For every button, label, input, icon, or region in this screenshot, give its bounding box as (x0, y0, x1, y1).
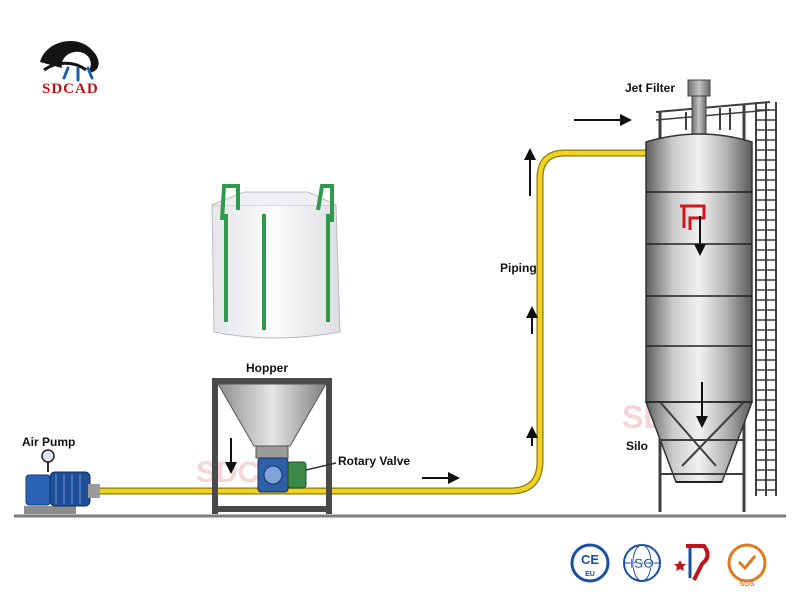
silo-red-mark-icon (680, 204, 706, 230)
iso-badge: ISO (623, 544, 661, 582)
certification-mark-icon (674, 544, 710, 581)
iso-badge-text: ISO (630, 555, 654, 571)
certification-badges: CE EU ISO SGS (570, 543, 767, 588)
rotary-valve-label: Rotary Valve (338, 454, 410, 468)
arrow-up-icon (526, 426, 538, 446)
hopper-label: Hopper (246, 361, 288, 375)
arrow-up-icon (524, 148, 536, 196)
brand-name: SDCAD (42, 81, 99, 97)
rotary-valve (257, 457, 337, 493)
ce-badge-sub: EU (585, 571, 595, 578)
arrow-down-icon (696, 382, 708, 428)
silo-label: Silo (626, 439, 648, 453)
ce-badge-text: CE (581, 552, 599, 567)
bulk-bag (211, 184, 341, 339)
logo-mark-icon (40, 40, 99, 82)
sgs-badge-text: SGS (740, 581, 755, 588)
silo-legs (659, 401, 745, 475)
piping-label: Piping (500, 261, 537, 275)
hopper (212, 378, 332, 514)
air-pump (24, 449, 100, 514)
ladder (756, 109, 776, 491)
arrow-down-icon (694, 216, 706, 256)
flow-arrows (225, 114, 708, 484)
pressure-gauge-icon (41, 449, 55, 463)
jet-filter-label: Jet Filter (625, 81, 675, 95)
conveying-pipe (96, 149, 648, 495)
arrow-up-icon (526, 306, 538, 334)
arrow-right-icon (422, 472, 460, 484)
silo (644, 133, 754, 483)
jet-filter (687, 79, 711, 135)
air-pump-label: Air Pump (22, 435, 75, 449)
arrow-right-icon (574, 114, 632, 126)
ce-badge: CE EU (570, 543, 610, 583)
arrow-down-icon (225, 438, 237, 474)
sgs-badge: SGS (727, 543, 767, 588)
sdcad-logo: SDCAD (40, 40, 99, 97)
